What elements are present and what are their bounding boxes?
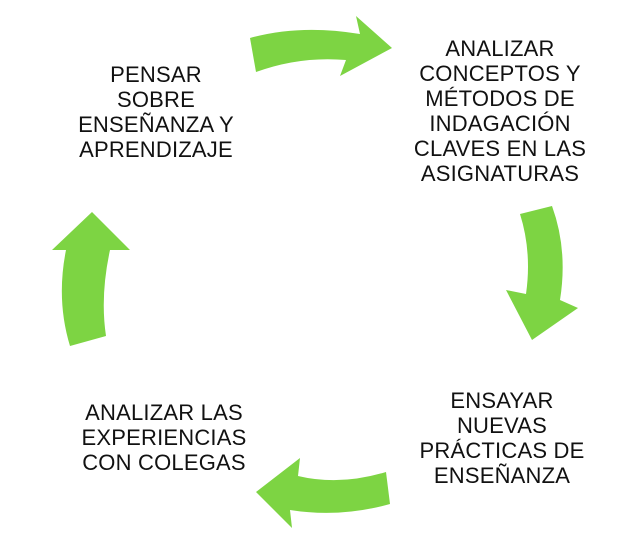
arrow-shape xyxy=(52,212,130,346)
arrow-bottom-left xyxy=(256,458,390,528)
arrow-shape xyxy=(250,16,392,76)
arrow-right-down xyxy=(506,206,578,340)
step-label-think: PENSAR SOBRE ENSEÑANZA Y APRENDIZAJE xyxy=(78,62,234,162)
arrow-shape xyxy=(256,458,390,528)
arrow-shape xyxy=(506,206,578,340)
step-label-analyze-concepts: ANALIZAR CONCEPTOS Y MÉTODOS DE INDAGACI… xyxy=(413,36,587,186)
arrow-left-up xyxy=(52,212,130,346)
step-label-analyze-experiences: ANALIZAR LAS EXPERIENCIAS CON COLEGAS xyxy=(81,400,247,475)
arrow-top-right xyxy=(250,16,392,76)
step-label-try-practices: ENSAYAR NUEVAS PRÁCTICAS DE ENSEÑANZA xyxy=(419,388,585,488)
